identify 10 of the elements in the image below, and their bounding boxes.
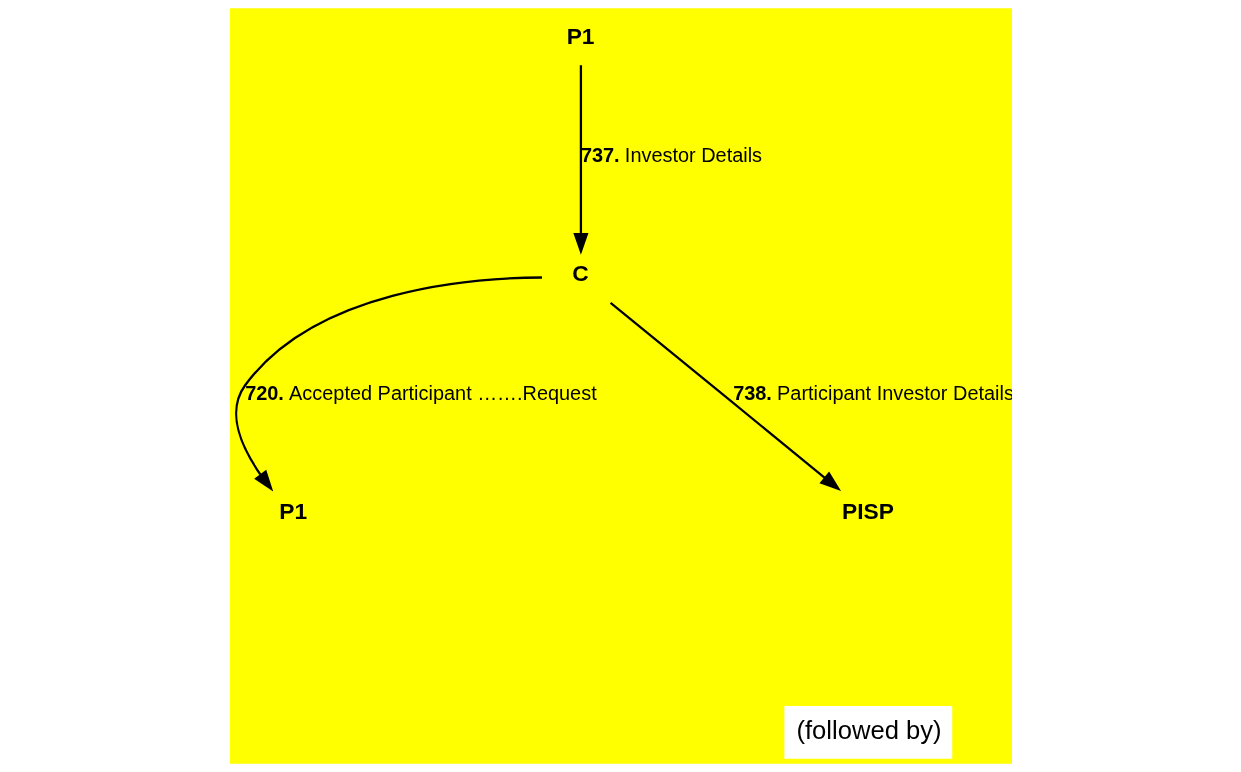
node-text: P1 [566,22,595,49]
arrow [609,301,841,492]
label: (followed by) [795,715,942,744]
arrow [572,65,588,255]
edge-label: 737. Investor Details [580,144,762,167]
node-text: PISP [841,497,894,524]
node-text: C [571,260,589,287]
node-text: P1 [278,497,307,524]
arrow [234,276,542,492]
edge-label: 720. Accepted Participant …….Request [244,381,597,404]
